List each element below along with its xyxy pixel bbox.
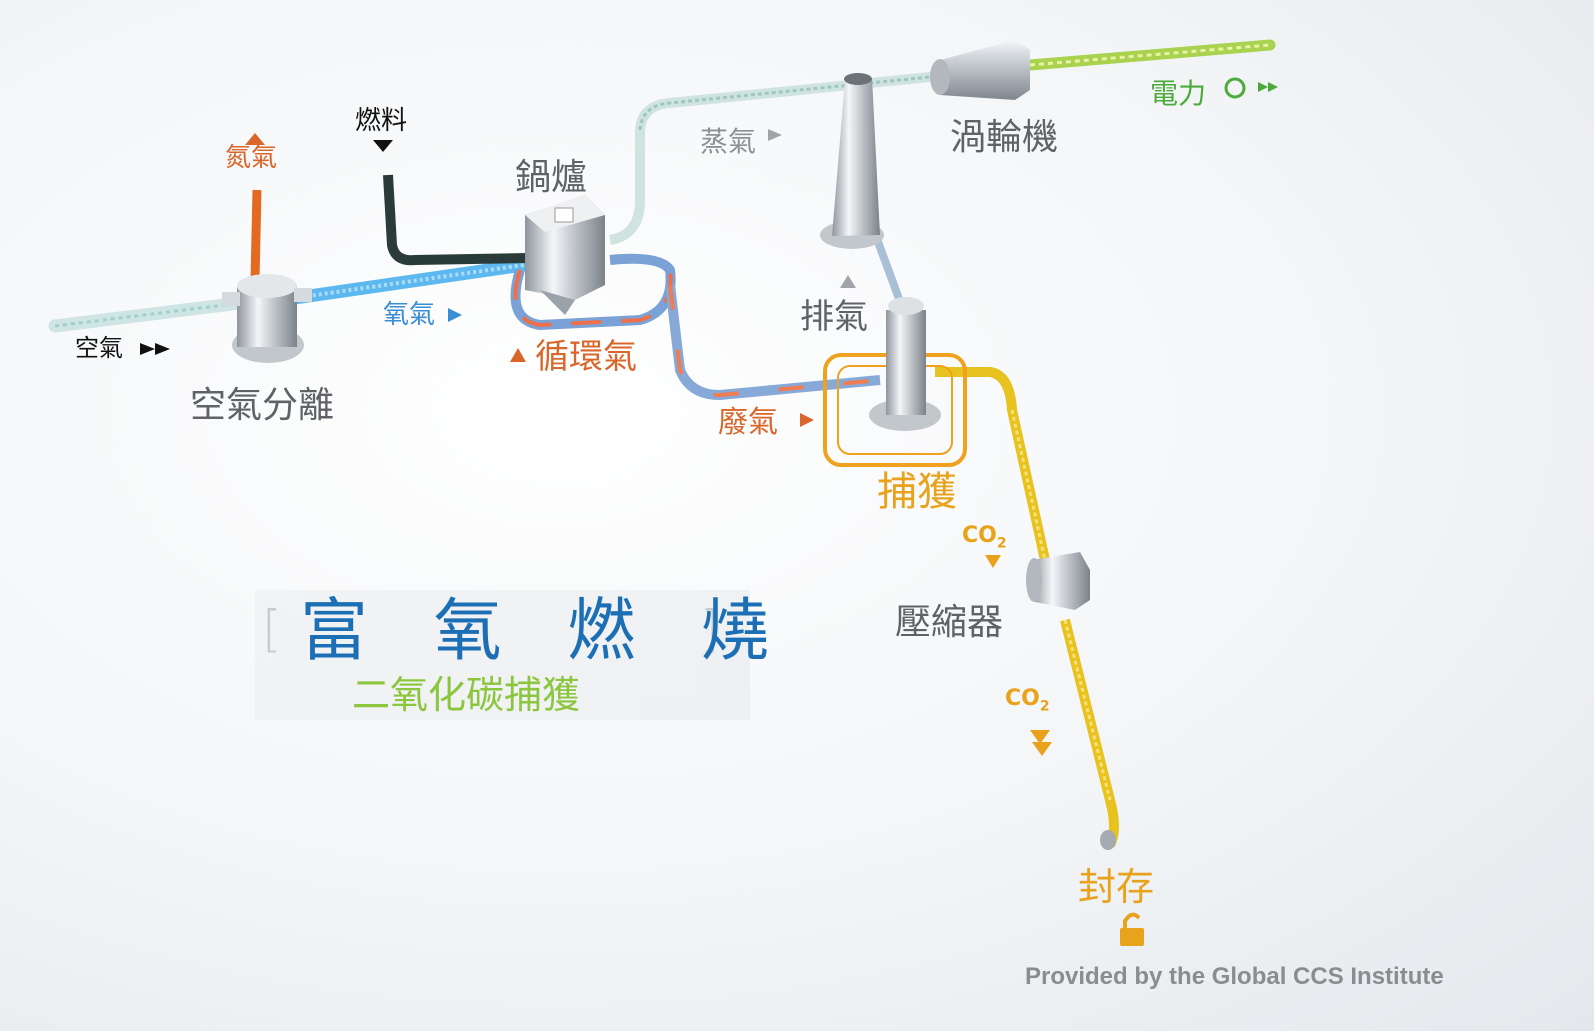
- nitrogen-arrow-icon: [245, 133, 265, 145]
- storage-pipe: [1060, 618, 1119, 848]
- recycle-pipe: [510, 253, 676, 331]
- capture-unit: [823, 297, 967, 467]
- power-icon: [1224, 77, 1246, 99]
- fuel-pipe: [383, 174, 531, 266]
- recycle-arrow-icon: [510, 348, 526, 362]
- title-panel: [255, 590, 750, 720]
- exhaust-arrow-icon: [840, 275, 856, 288]
- storage-label: 封存: [1078, 865, 1155, 909]
- flue-arrow-icon: [800, 413, 814, 427]
- oxygen-label: 氧氣: [383, 300, 436, 330]
- co2-label-2: CO2: [1005, 686, 1050, 715]
- power-arrow-icon: [1258, 82, 1278, 92]
- page-title: 富 氧 燃 燒: [300, 592, 791, 671]
- nitrogen-label: 氮氣: [225, 143, 278, 173]
- steam-arrow-icon: [768, 129, 782, 141]
- turbine-unit: [930, 40, 1030, 100]
- electricity-label: 電力: [1150, 77, 1207, 110]
- boiler-label: 鍋爐: [515, 157, 588, 198]
- flue-gas-label: 廢氣: [718, 405, 778, 440]
- flow-arrows: [140, 77, 1278, 946]
- air-arrow-icon: [140, 343, 170, 355]
- compressor-unit: [1026, 552, 1090, 610]
- credit-text: Provided by the Global CCS Institute: [1025, 963, 1444, 990]
- co2-pipe: [935, 367, 1050, 562]
- co2-label-1: CO2: [962, 523, 1007, 552]
- storage-end: [1100, 830, 1116, 850]
- nitrogen-pipe: [250, 189, 262, 281]
- co2-arrow-2-icon: [1030, 730, 1052, 756]
- air-separation-label: 空氣分離: [190, 385, 335, 426]
- lock-icon: [1120, 912, 1144, 946]
- capture-label: 捕獲: [877, 469, 957, 515]
- compressor-label: 壓縮器: [895, 602, 1004, 643]
- fuel-arrow-icon: [373, 140, 393, 152]
- steam-label: 蒸氣: [700, 125, 757, 158]
- title-bracket-right: ]: [700, 600, 720, 658]
- recycle-gas-label: 循環氣: [535, 337, 637, 377]
- chimney: [820, 73, 884, 249]
- turbine-label: 渦輪機: [950, 117, 1059, 158]
- boiler-unit: [525, 195, 605, 315]
- oxygen-pipe: [288, 257, 537, 305]
- page-subtitle: 二氧化碳捕獲: [352, 673, 581, 717]
- air-label: 空氣: [75, 334, 123, 362]
- title-bracket-left: [: [262, 600, 282, 658]
- air-separation-unit: [222, 274, 312, 363]
- oxygen-arrow-icon: [448, 308, 462, 322]
- steam-pipe: [608, 70, 951, 245]
- co2-arrow-icon: [985, 555, 1001, 568]
- fuel-label: 燃料: [355, 106, 408, 136]
- exhaust-label: 排氣: [800, 297, 868, 337]
